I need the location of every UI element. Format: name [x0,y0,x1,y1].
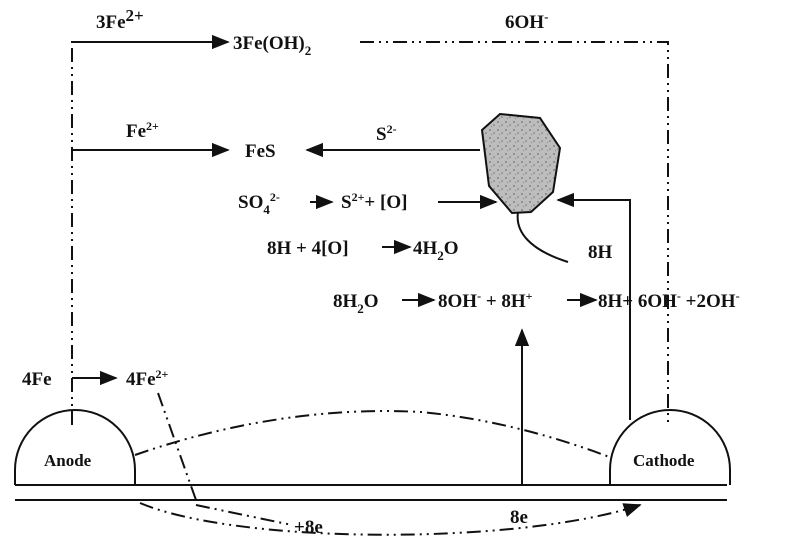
label-cathode: Cathode [633,451,695,470]
label-8h-right: 8H [588,242,613,263]
oh-return-dashdot [360,41,669,425]
label-3feoh2: 3Fe(OH)2 [233,33,311,58]
cathode-dome [609,409,731,485]
label-4fe2plus: 4Fe2+ [126,367,169,390]
bacteria-tail [516,211,569,263]
label-h2o-equation: 8H + 4[O]4H2O [267,238,459,263]
label-8h2o: 8H2O [333,291,379,316]
label-6oh: 6OH- [505,9,548,33]
upper-current-arc [134,410,613,459]
label-s2minus: S2- [376,122,397,145]
label-8e: 8e [510,507,528,528]
label-s2plus-o: S2++ [O] [341,190,407,213]
fe2-release-dashdot [157,392,197,501]
label-3fe2plus: 3Fe2+ [96,6,144,33]
label-4fe: 4Fe [22,369,52,390]
anode-dome [14,409,136,485]
feoh2-loop-dashdot [68,41,73,425]
label-plus-8e: +8e [294,517,323,538]
bacteria-particle [480,112,562,215]
label-fe2plus-mid: Fe2+ [126,119,159,142]
label-main-equation: 8OH- + 8H+8H+ 6OH- +2OH- [438,289,740,312]
label-fes: FeS [245,141,276,162]
label-anode: Anode [44,451,92,470]
lower-electron-arc [139,502,642,536]
label-so4: SO42- [238,190,280,217]
h8-to-particle-arrow [556,192,631,420]
